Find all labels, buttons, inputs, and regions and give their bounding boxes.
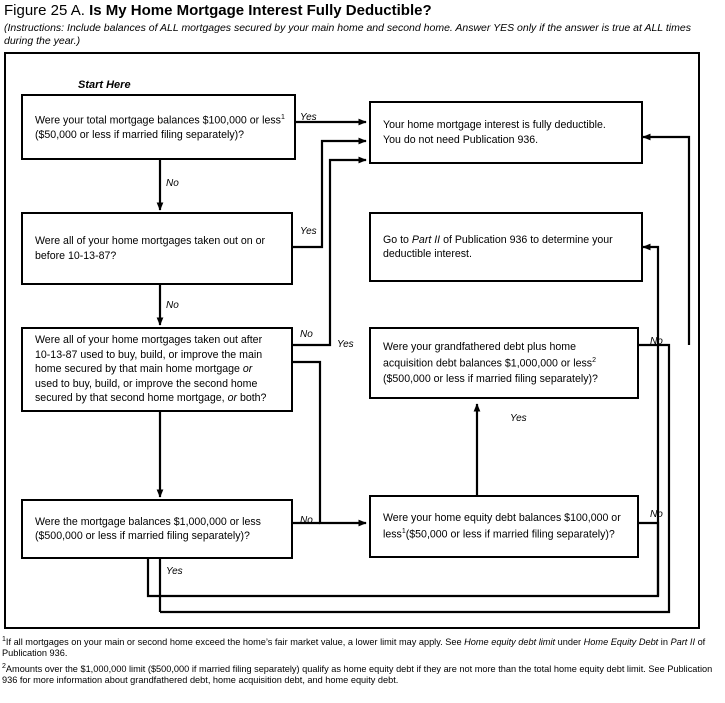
box-question-3[interactable]: Were all of your home mortgages taken ou… bbox=[21, 327, 293, 412]
q3-line5a: secured by that second home mortgage, bbox=[35, 392, 228, 405]
edge-label-q5-no: No bbox=[650, 336, 663, 347]
q3-line3a: home secured by that main home mortgage bbox=[35, 363, 243, 376]
footnote-2: 2Amounts over the $1,000,000 limit ($500… bbox=[2, 661, 722, 687]
footnote-2-text: Amounts over the $1,000,000 limit ($500,… bbox=[2, 664, 712, 685]
box-question-1[interactable]: Were your total mortgage balances $100,0… bbox=[21, 94, 296, 160]
q2-line2: before 10-13-87? bbox=[35, 249, 117, 262]
footnote-1-segment: Home equity debt limit bbox=[464, 637, 556, 648]
q3-line4: used to buy, build, or improve the secon… bbox=[35, 377, 258, 390]
q3-line3b: or bbox=[242, 363, 253, 376]
box-question-4[interactable]: Were the mortgage balances $1,000,000 or… bbox=[21, 499, 293, 559]
flowchart-frame bbox=[4, 52, 700, 629]
q5-line2a: acquisition debt balances $1,000,000 or … bbox=[383, 358, 593, 371]
footnote-2-segment: Amounts over the $1,000,000 limit ($500,… bbox=[2, 663, 713, 686]
edge-label-q2-yes: Yes bbox=[300, 226, 317, 237]
footnote-2-mark: 2 bbox=[2, 662, 6, 670]
box-question-5[interactable]: Were your grandfathered debt plus home a… bbox=[369, 327, 639, 399]
r2-line1a: Go to bbox=[383, 233, 412, 246]
r1-line2: You do not need Publication 936. bbox=[383, 133, 539, 146]
q4-line2: ($500,000 or less if married filing sepa… bbox=[35, 530, 250, 542]
q3-line1: Were all of your home mortgages taken ou… bbox=[35, 334, 263, 347]
edge-label-q1-yes: Yes bbox=[300, 112, 317, 123]
q5-footnote-ref: 2 bbox=[592, 357, 596, 365]
figure-title: Figure 25 A. Is My Home Mortgage Interes… bbox=[4, 2, 432, 19]
edge-label-q3-no: No bbox=[300, 329, 313, 340]
footnote-1-segment: ’s fair market value, a lower limit may … bbox=[265, 637, 465, 648]
figure-instructions: (Instructions: Include balances of ALL m… bbox=[4, 22, 691, 47]
footnote-1-segment: in bbox=[658, 637, 671, 648]
q6-footnote-ref: 1 bbox=[401, 528, 406, 536]
r2-line2: deductible interest. bbox=[383, 248, 472, 260]
r2-line1c: of Publication 936 to determine your bbox=[440, 233, 613, 246]
q6-line2a: less bbox=[383, 528, 402, 541]
footnotes: 1If all mortgages on your main or second… bbox=[2, 634, 722, 688]
footnote-1-text: If all mortgages on your main or second … bbox=[2, 637, 705, 658]
q4-line1: Were the mortgage balances $1,000,000 or… bbox=[35, 515, 261, 528]
q3-line5c: both? bbox=[237, 392, 267, 405]
footnote-1-segment: under bbox=[555, 637, 584, 648]
q5-line1: Were your grandfathered debt plus home bbox=[383, 340, 576, 353]
box-result-fully-deductible[interactable]: Your home mortgage interest is fully ded… bbox=[369, 101, 643, 164]
figure-title-text: Is My Home Mortgage Interest Fully Deduc… bbox=[89, 2, 432, 19]
edge-label-q2-no: No bbox=[166, 300, 179, 311]
start-here-label: Start Here bbox=[78, 79, 131, 91]
q2-line1: Were all of your home mortgages taken ou… bbox=[35, 235, 266, 247]
r2-part-reference: Part II bbox=[411, 233, 441, 246]
edge-label-q3-yes: Yes bbox=[337, 339, 354, 350]
q1-line2: ($50,000 or less if married filing separ… bbox=[35, 129, 245, 142]
footnote-1-segment: Home Equity Debt bbox=[583, 637, 659, 648]
q3-line5b: or bbox=[227, 392, 237, 405]
footnote-1-segment: If all mortgages on your main or second … bbox=[5, 637, 266, 648]
q1-footnote-ref: 1 bbox=[280, 114, 285, 122]
r1-line1: Your home mortgage interest is fully ded… bbox=[383, 119, 606, 131]
q1-line1: Were your total mortgage balances $100,0… bbox=[35, 114, 281, 127]
box-question-6[interactable]: Were your home equity debt balances $100… bbox=[369, 495, 639, 558]
footnote-1-segment: Part II bbox=[670, 637, 696, 648]
footnote-1-mark: 1 bbox=[2, 636, 6, 643]
footnote-1-segment: of Publication 936. bbox=[2, 637, 706, 659]
q6-line2b: ($50,000 or less if married filing separ… bbox=[405, 528, 615, 541]
edge-label-q6-no: No bbox=[650, 509, 663, 520]
edge-label-q4-no: No bbox=[300, 515, 313, 526]
q5-line3: ($500,000 or less if married filing sepa… bbox=[383, 372, 598, 385]
box-result-go-to-part-ii[interactable]: Go to Part II of Publication 936 to dete… bbox=[369, 212, 643, 282]
edge-label-q4-yes: Yes bbox=[166, 566, 183, 577]
box-question-2[interactable]: Were all of your home mortgages taken ou… bbox=[21, 212, 293, 285]
edge-label-q6-yes-up: Yes bbox=[510, 413, 527, 424]
edge-label-q1-no: No bbox=[166, 178, 179, 189]
figure-number: Figure 25 A. bbox=[4, 2, 85, 19]
q3-line2: 10-13-87 used to buy, build, or improve … bbox=[35, 348, 263, 361]
footnote-1: 1If all mortgages on your main or second… bbox=[2, 634, 722, 660]
q6-line1: Were your home equity debt balances $100… bbox=[383, 511, 621, 524]
